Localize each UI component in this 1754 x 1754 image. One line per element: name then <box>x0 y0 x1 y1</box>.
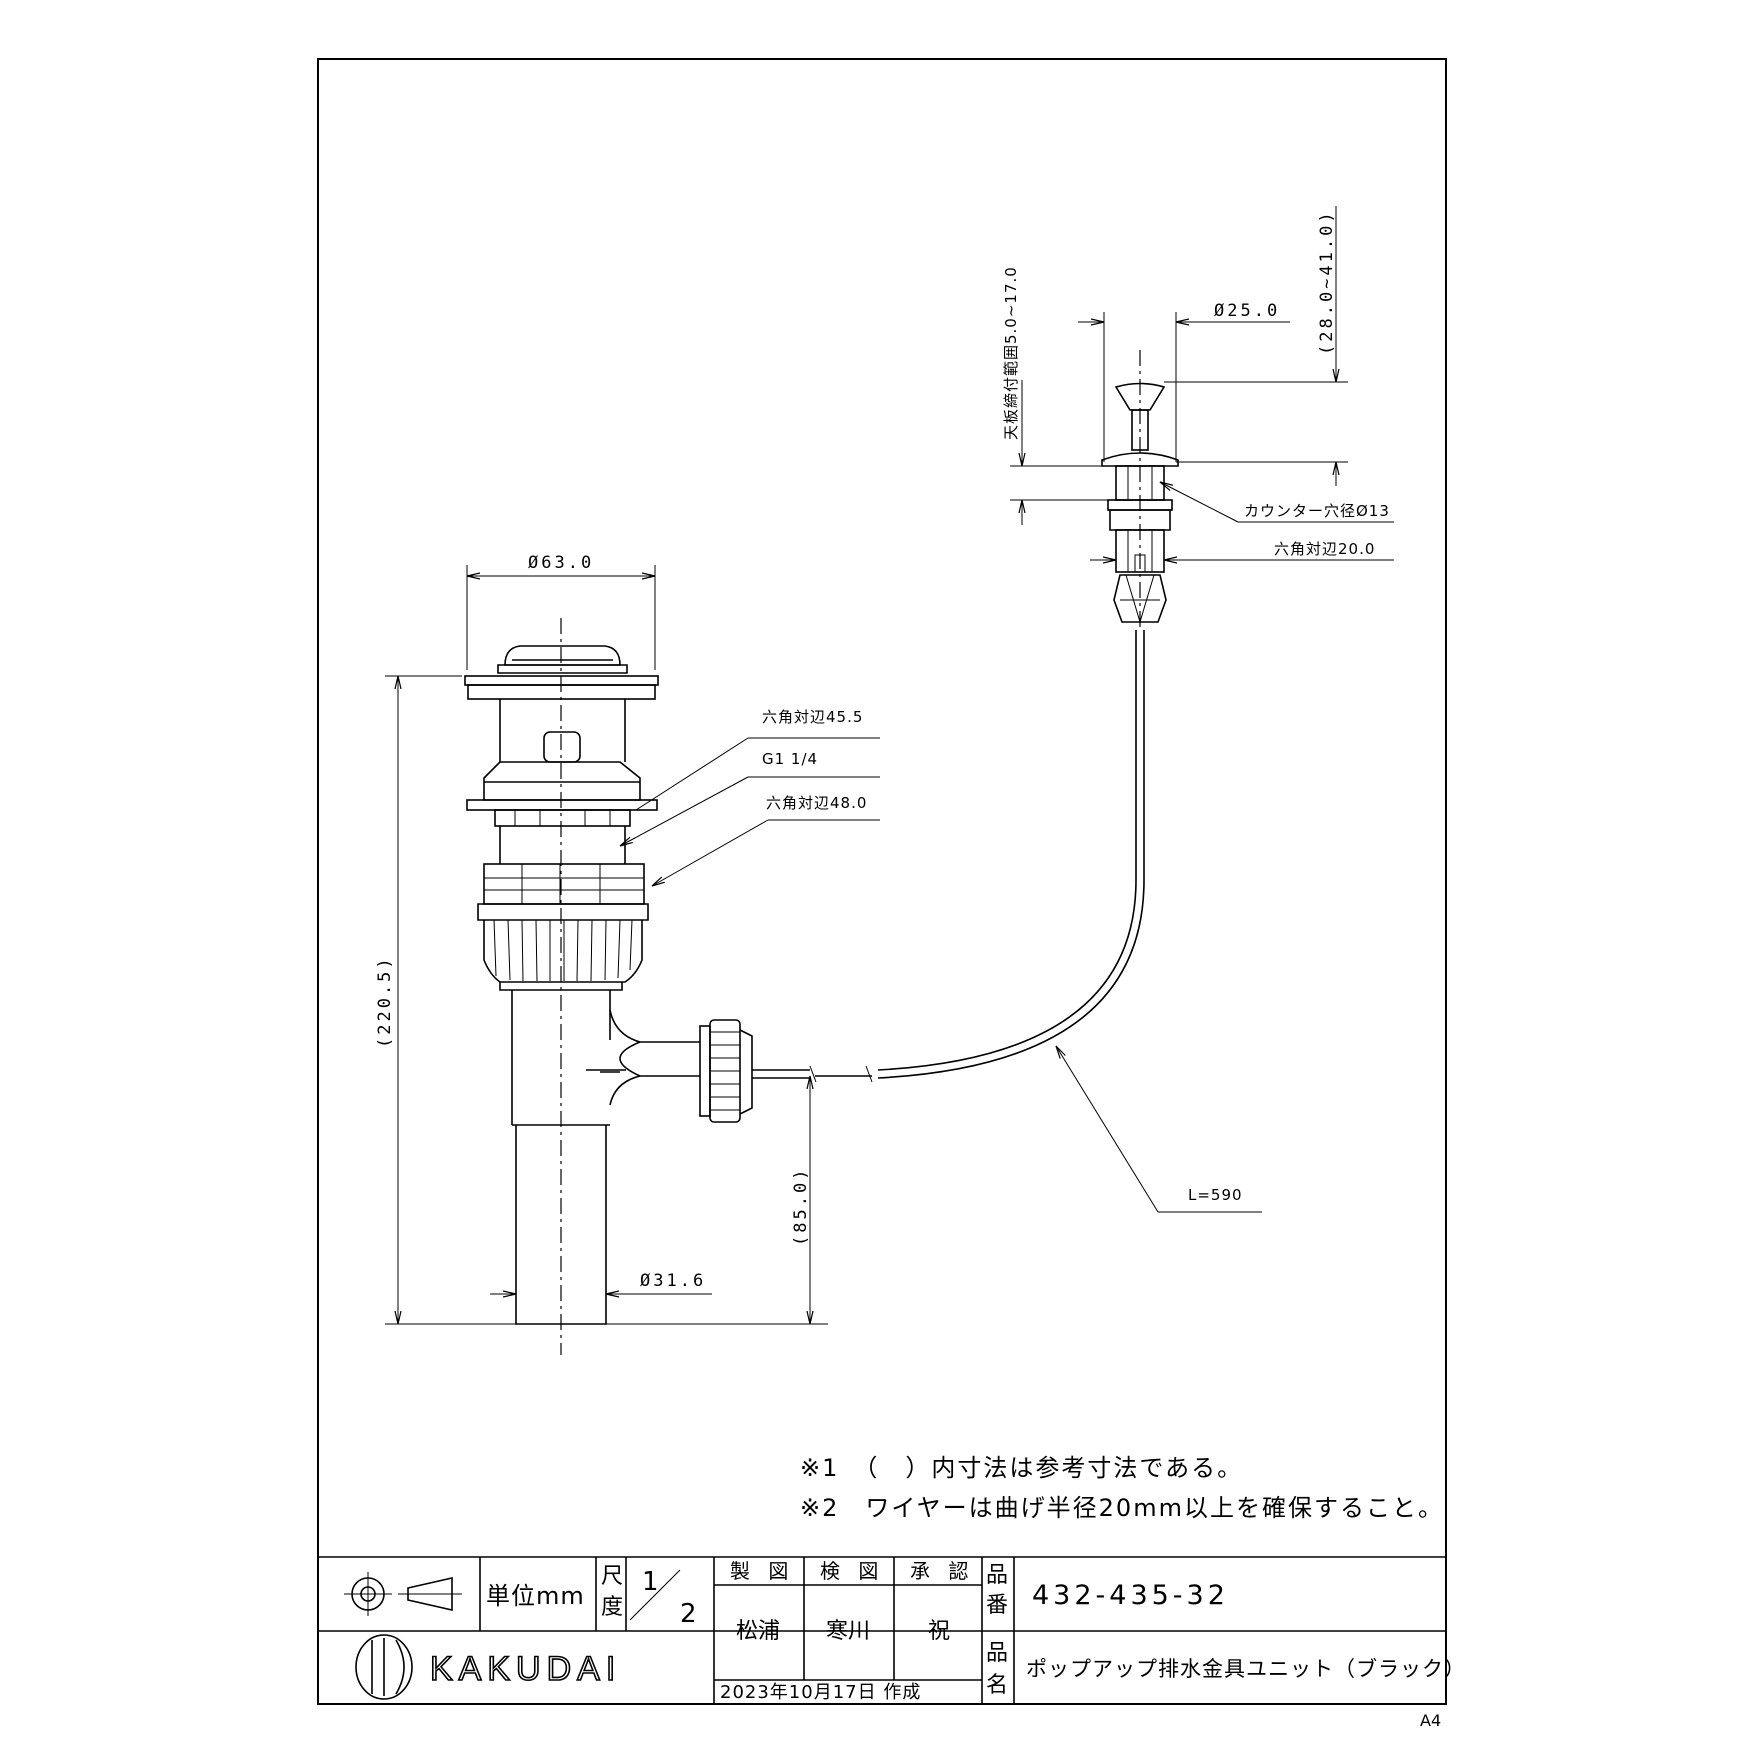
title-block-grid <box>318 1556 1446 1704</box>
dim-d63 <box>466 565 656 670</box>
brand-logo-text: KAKUDAI <box>430 1650 621 1688</box>
drain-body <box>464 618 753 1355</box>
scale-numerator: 1 <box>642 1567 659 1597</box>
dim-hex20-label: 六角対辺20.0 <box>1274 540 1375 558</box>
sheet-border <box>317 58 1447 1705</box>
note-2: ※2 ワイヤーは曲げ半径20mm以上を確保すること。 <box>800 1494 1444 1522</box>
dim-hex48-label: 六角対辺48.0 <box>766 794 867 812</box>
dim-wire-len-label: L=590 <box>1188 1186 1243 1204</box>
part-number-label-1: 品 <box>986 1563 1008 1588</box>
leaders-drain <box>620 737 1262 1213</box>
dim-h85-label: (85.0) <box>791 1167 811 1246</box>
leaders-lever <box>1090 482 1394 560</box>
kakudai-logo-icon: KAKUDAI <box>355 1634 621 1700</box>
scale-label-2: 度 <box>601 1595 623 1620</box>
dim-d25 <box>1078 312 1290 462</box>
checked-header: 検 図 <box>820 1559 884 1583</box>
approved-header: 承 認 <box>910 1559 974 1583</box>
sheet-size: A4 <box>1420 1711 1441 1730</box>
dim-d31-label: Ø31.6 <box>640 1271 706 1291</box>
part-number-label-2: 番 <box>986 1593 1008 1618</box>
dim-h85 <box>606 1076 828 1325</box>
product-name-label-2: 名 <box>986 1673 1008 1698</box>
part-number: 432-435-32 <box>1032 1580 1229 1611</box>
dim-r28-label: (28.0~41.0) <box>1317 209 1337 355</box>
dim-range <box>1010 380 1116 525</box>
dim-h220 <box>385 675 516 1325</box>
dim-range-label: 天板締付範囲5.0~17.0 <box>1002 266 1020 440</box>
dim-counter-label: カウンター穴径Ø13 <box>1244 502 1390 520</box>
scale-label-1: 尺 <box>601 1564 623 1589</box>
dim-d25-label: Ø25.0 <box>1214 301 1280 321</box>
wire-cable <box>752 630 1145 1083</box>
dim-h220-label: (220.5) <box>375 955 395 1048</box>
dim-d63-label: Ø63.0 <box>528 553 594 573</box>
dim-g1-label: G1 1/4 <box>762 750 818 768</box>
dim-r28 <box>1164 206 1348 486</box>
projection-symbol-icon <box>344 1572 462 1616</box>
checked-by: 寒川 <box>826 1619 870 1644</box>
dim-hex45-label: 六角対辺45.5 <box>762 708 863 726</box>
scale-denominator: 2 <box>680 1599 697 1629</box>
creation-date: 2023年10月17日 作成 <box>720 1682 921 1703</box>
note-1: ※1 （ ）内寸法は参考寸法である。 <box>800 1454 1243 1482</box>
approved-by: 祝 <box>928 1619 950 1644</box>
drawn-by: 松浦 <box>736 1619 780 1644</box>
lever-assembly <box>1101 350 1179 630</box>
product-name: ポップアップ排水金具ユニット（ブラック） <box>1026 1657 1466 1681</box>
unit-label: 単位mm <box>486 1582 585 1610</box>
product-name-label-1: 品 <box>986 1641 1008 1666</box>
drawn-header: 製 図 <box>730 1559 794 1583</box>
